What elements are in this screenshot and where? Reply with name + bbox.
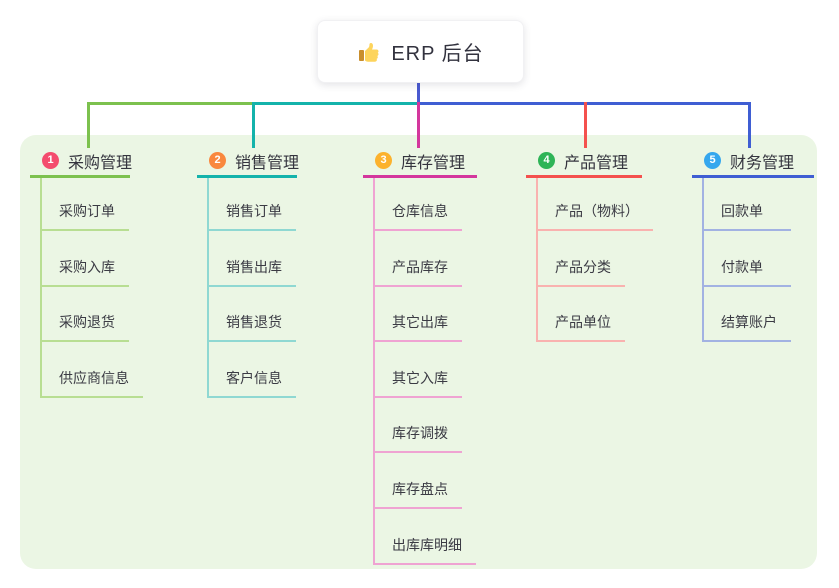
branch-badge-4: 4	[538, 152, 555, 169]
child-node-label[interactable]: 库存盘点	[375, 479, 462, 509]
branch-children-1: 采购订单采购入库采购退货供应商信息	[40, 178, 143, 398]
branch-title-label: 销售管理	[235, 154, 300, 172]
branch-title-5[interactable]: 5 财务管理	[692, 146, 814, 178]
rail-segment-1	[87, 102, 255, 105]
branch-1: 1 采购管理采购订单采购入库采购退货供应商信息	[30, 146, 143, 398]
child-node: 采购订单	[42, 178, 143, 231]
branch-children-5: 回款单付款单结算账户	[702, 178, 814, 343]
branch-title-label: 产品管理	[564, 154, 629, 172]
connector-branch-2	[252, 102, 255, 148]
child-node-label[interactable]: 采购入库	[42, 257, 129, 287]
root-connector	[417, 82, 420, 105]
child-node-label[interactable]: 仓库信息	[375, 201, 462, 231]
child-node: 库存调拨	[375, 398, 477, 454]
branch-title-1[interactable]: 1 采购管理	[30, 146, 133, 178]
child-node-label[interactable]: 采购订单	[42, 201, 129, 231]
child-node: 采购入库	[42, 231, 143, 287]
child-node: 产品单位	[538, 287, 653, 343]
rail-segment-2	[252, 102, 420, 105]
child-node-label[interactable]: 其它入库	[375, 368, 462, 398]
child-node: 销售订单	[209, 178, 297, 231]
branch-children-3: 仓库信息产品库存其它出库其它入库库存调拨库存盘点出库库明细	[373, 178, 477, 565]
child-node: 其它入库	[375, 342, 477, 398]
connector-branch-1	[87, 102, 90, 148]
child-node-label[interactable]: 付款单	[704, 257, 791, 287]
child-node: 结算账户	[704, 287, 814, 343]
branch-5: 5 财务管理回款单付款单结算账户	[692, 146, 814, 343]
child-node-label[interactable]: 其它出库	[375, 312, 462, 343]
child-node: 销售退货	[209, 287, 297, 343]
branch-title-label: 采购管理	[68, 154, 133, 172]
child-node: 采购退货	[42, 287, 143, 343]
root-node-label: ERP 后台	[391, 43, 484, 65]
branch-badge-1: 1	[42, 152, 59, 169]
child-node: 客户信息	[209, 342, 297, 398]
branch-3: 3 库存管理仓库信息产品库存其它出库其它入库库存调拨库存盘点出库库明细	[363, 146, 477, 565]
branch-badge-3: 3	[375, 152, 392, 169]
child-node-label[interactable]: 产品分类	[538, 257, 625, 287]
child-node-label[interactable]: 产品（物料）	[538, 201, 653, 231]
child-node-label[interactable]: 出库库明细	[375, 535, 476, 565]
branch-title-4[interactable]: 4 产品管理	[526, 146, 642, 178]
branch-title-label: 财务管理	[730, 154, 795, 172]
child-node-label[interactable]: 销售出库	[209, 257, 296, 287]
child-node: 销售出库	[209, 231, 297, 287]
child-node-label[interactable]: 客户信息	[209, 368, 296, 398]
child-node-label[interactable]: 销售退货	[209, 312, 296, 343]
branch-title-label: 库存管理	[401, 154, 466, 172]
thumbs-up-icon	[357, 40, 381, 64]
child-node: 供应商信息	[42, 342, 143, 398]
child-node-label[interactable]: 回款单	[704, 201, 791, 231]
child-node: 出库库明细	[375, 509, 477, 565]
child-node-label[interactable]: 采购退货	[42, 312, 129, 343]
connector-branch-5	[748, 102, 751, 148]
child-node-label[interactable]: 结算账户	[704, 312, 791, 343]
child-node: 回款单	[704, 178, 814, 231]
root-node[interactable]: ERP 后台	[317, 20, 524, 83]
child-node-label[interactable]: 产品单位	[538, 312, 625, 343]
child-node: 库存盘点	[375, 453, 477, 509]
branch-badge-5: 5	[704, 152, 721, 169]
child-node-label[interactable]: 产品库存	[375, 257, 462, 287]
branch-title-2[interactable]: 2 销售管理	[197, 146, 300, 178]
child-node: 付款单	[704, 231, 814, 287]
child-node: 产品库存	[375, 231, 477, 287]
branch-title-3[interactable]: 3 库存管理	[363, 146, 477, 178]
child-node: 仓库信息	[375, 178, 477, 231]
connector-branch-3	[417, 102, 420, 148]
branch-badge-2: 2	[209, 152, 226, 169]
child-node-label[interactable]: 销售订单	[209, 201, 296, 231]
child-node: 产品（物料）	[538, 178, 653, 231]
branches-panel	[20, 135, 817, 569]
child-node: 产品分类	[538, 231, 653, 287]
branch-children-2: 销售订单销售出库销售退货客户信息	[207, 178, 297, 398]
child-node-label[interactable]: 库存调拨	[375, 423, 462, 454]
child-node-label[interactable]: 供应商信息	[42, 368, 143, 398]
branch-4: 4 产品管理产品（物料） 产品分类产品单位	[526, 146, 653, 343]
branch-2: 2 销售管理销售订单销售出库销售退货客户信息	[197, 146, 300, 398]
branch-children-4: 产品（物料） 产品分类产品单位	[536, 178, 653, 343]
child-node: 其它出库	[375, 287, 477, 343]
connector-branch-4	[584, 102, 587, 148]
